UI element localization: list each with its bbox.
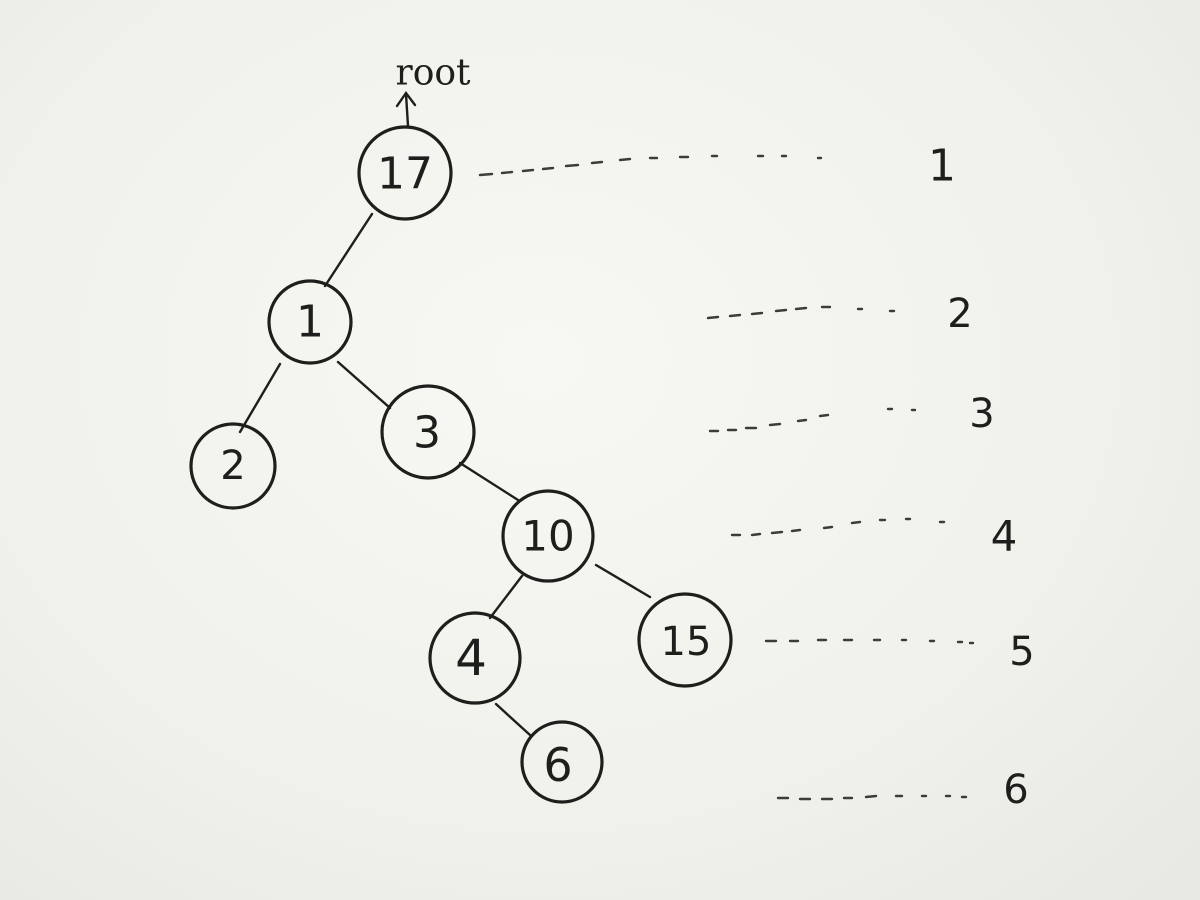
node-label: 15 — [661, 619, 712, 665]
node-label: 2 — [220, 443, 245, 489]
node-circle — [501, 489, 595, 583]
node-circle — [357, 125, 453, 221]
tree-node: 6 — [520, 720, 604, 804]
tree-node: 2 — [189, 422, 277, 510]
node-label: 3 — [413, 408, 441, 459]
edge-10-15 — [594, 563, 652, 599]
tree-node: 1 — [267, 279, 353, 365]
level-guide-6 — [776, 794, 968, 801]
level-number: 5 — [1009, 629, 1034, 675]
edge-1-3 — [336, 360, 392, 410]
level-guide-3 — [708, 407, 917, 433]
root-arrow-shaft — [404, 92, 410, 128]
tree-nodes: 17 1 2 3 10 4 — [189, 125, 733, 804]
node-label: 6 — [543, 738, 572, 792]
edge-10-4 — [488, 574, 524, 620]
node-label: 17 — [377, 149, 433, 200]
node-circle — [637, 592, 733, 688]
tree-node: 3 — [380, 384, 476, 480]
tree-edges — [238, 212, 652, 737]
tree-node: 15 — [637, 592, 733, 688]
node-circle — [520, 720, 604, 804]
node-circle — [380, 384, 476, 480]
root-label: root — [395, 53, 471, 94]
level-guide-5 — [764, 638, 975, 645]
node-label: 4 — [455, 629, 487, 687]
tree-node: 4 — [428, 611, 522, 705]
node-label: 1 — [296, 297, 324, 348]
root-pointer: root — [395, 53, 471, 128]
node-circle — [428, 611, 522, 705]
level-guide-1 — [478, 154, 823, 177]
level-guide-2 — [706, 305, 896, 320]
tree-node: 17 — [357, 125, 453, 221]
level-number: 2 — [947, 291, 972, 337]
level-guides — [478, 154, 975, 801]
level-number: 4 — [991, 512, 1018, 561]
level-number: 6 — [1003, 767, 1028, 813]
edge-17-1 — [323, 212, 374, 288]
level-number: 3 — [969, 391, 994, 437]
level-guide-4 — [730, 517, 946, 537]
edge-4-6 — [494, 702, 532, 737]
root-arrow-head — [395, 90, 417, 108]
level-number: 1 — [928, 141, 956, 192]
node-circle — [267, 279, 353, 365]
edge-1-2 — [238, 362, 282, 434]
tree-node: 10 — [501, 489, 595, 583]
node-label: 10 — [521, 512, 574, 561]
edge-3-10 — [458, 461, 520, 502]
level-numbers: 1 2 3 4 5 6 — [928, 141, 1035, 814]
node-circle — [189, 422, 277, 510]
